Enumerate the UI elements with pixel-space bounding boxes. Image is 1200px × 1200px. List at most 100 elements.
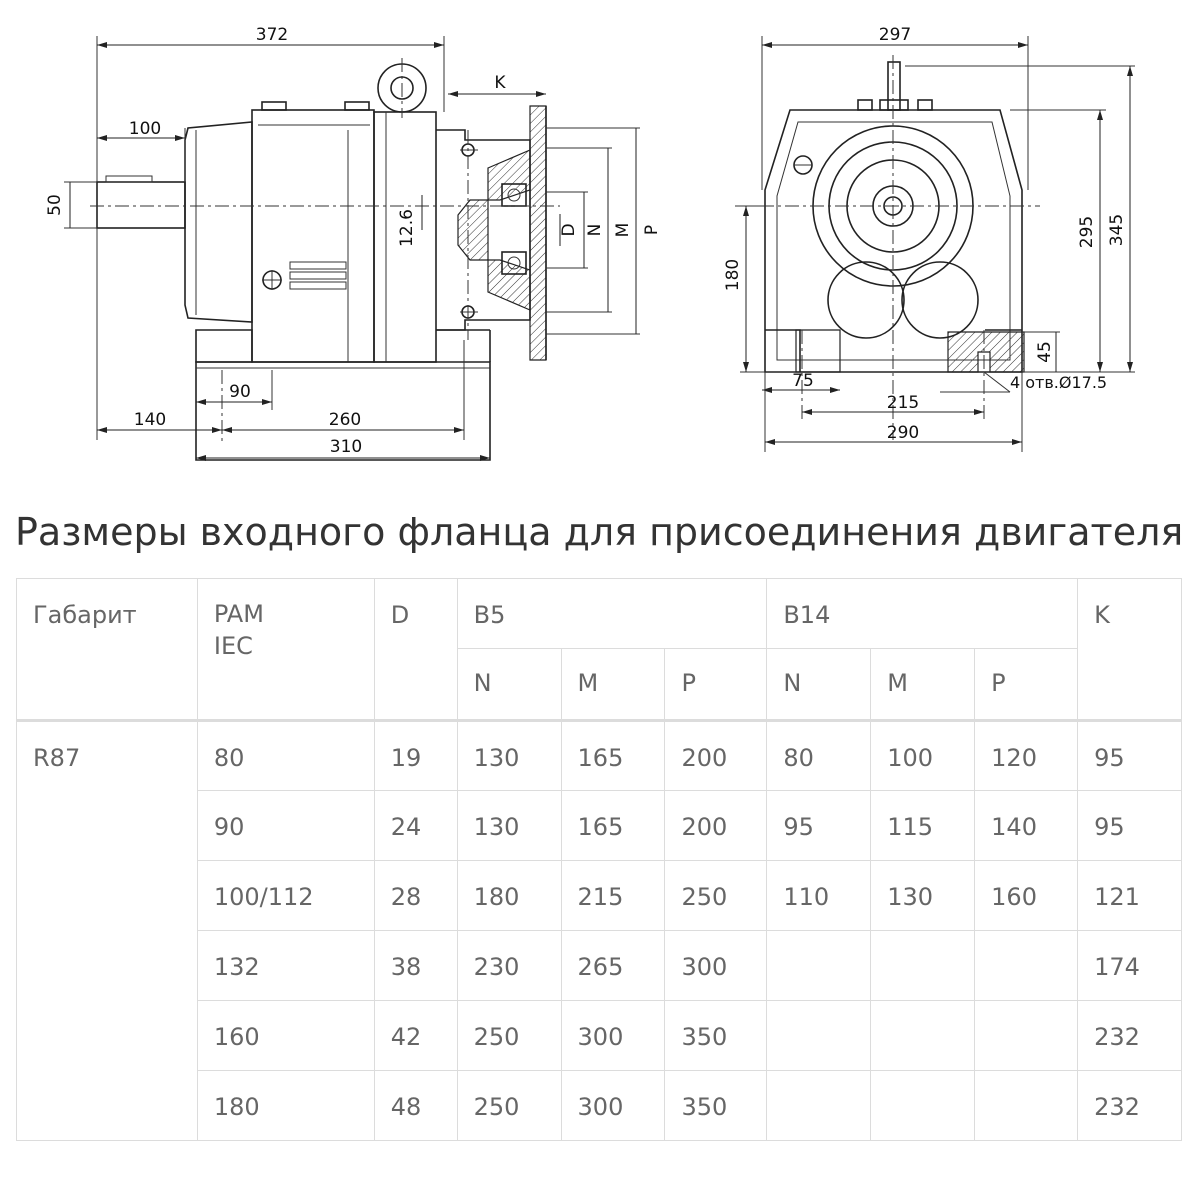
cell-d: 48 bbox=[373, 1070, 458, 1141]
cell-b14-m: 100 bbox=[870, 720, 976, 791]
dim-axis-height: 180 bbox=[723, 259, 743, 291]
header-b14-p: P bbox=[974, 648, 1079, 722]
header-k: K bbox=[1077, 578, 1182, 722]
cell-b14-n: 110 bbox=[766, 860, 872, 931]
dim-overall-length: 372 bbox=[256, 25, 288, 45]
dim-flange-p: P bbox=[642, 225, 662, 235]
cell-pam: 160 bbox=[196, 1000, 375, 1071]
cell-pam: 100/112 bbox=[196, 860, 375, 931]
cell-b14-n bbox=[766, 1070, 872, 1141]
cell-b5-m: 165 bbox=[560, 790, 666, 861]
cell-size: R87 bbox=[16, 720, 198, 1141]
dim-flange-k: K bbox=[494, 73, 506, 93]
cell-b5-p: 350 bbox=[664, 1070, 768, 1141]
cell-b5-p: 200 bbox=[664, 790, 768, 861]
cell-k: 121 bbox=[1077, 860, 1182, 931]
dim-foot-width: 75 bbox=[792, 371, 814, 391]
header-pam-line1: PAM bbox=[213, 600, 264, 628]
cell-b5-p: 250 bbox=[664, 860, 768, 931]
cell-b14-m bbox=[870, 1070, 976, 1141]
cell-b14-p bbox=[974, 1070, 1079, 1141]
header-b5-n: N bbox=[456, 648, 562, 722]
cell-pam: 80 bbox=[196, 720, 375, 791]
flange-dimensions-table: Габарит PAM IEC D B5 B14 K N M P N M P R… bbox=[16, 578, 1182, 1141]
cell-b14-m: 130 bbox=[870, 860, 976, 931]
dim-flange-d: D bbox=[559, 223, 579, 236]
dim-holes: 4 отв.Ø17.5 bbox=[1010, 373, 1107, 392]
cell-k: 232 bbox=[1077, 1070, 1182, 1141]
cell-pam: 90 bbox=[196, 790, 375, 861]
dim-front-bolt-spacing: 215 bbox=[887, 393, 919, 413]
dim-flange-m: M bbox=[613, 223, 633, 238]
dim-front-to-base: 140 bbox=[134, 410, 166, 430]
header-pam-line2: IEC bbox=[213, 632, 253, 660]
dim-base-offset: 90 bbox=[229, 382, 251, 402]
cell-b14-n bbox=[766, 930, 872, 1001]
cell-b14-p: 140 bbox=[974, 790, 1079, 861]
cell-b14-m bbox=[870, 1000, 976, 1071]
dim-height-shaft: 295 bbox=[1077, 216, 1097, 248]
cell-d: 19 bbox=[373, 720, 458, 791]
dim-base-width: 290 bbox=[887, 423, 919, 443]
header-b5-m: M bbox=[560, 648, 666, 722]
cell-d: 24 bbox=[373, 790, 458, 861]
cell-b5-n: 250 bbox=[456, 1000, 562, 1071]
cell-b5-m: 165 bbox=[560, 720, 666, 791]
cell-b5-n: 250 bbox=[456, 1070, 562, 1141]
technical-drawing: 372 100 50 12.6 K D N M P bbox=[45, 25, 1135, 461]
dim-flange-n: N bbox=[585, 224, 605, 237]
dim-offset: 12.6 bbox=[397, 209, 417, 247]
cell-b14-n: 80 bbox=[766, 720, 872, 791]
header-b5-p: P bbox=[664, 648, 768, 722]
cell-pam: 180 bbox=[196, 1070, 375, 1141]
cell-b5-n: 180 bbox=[456, 860, 562, 931]
side-view: 372 100 50 12.6 K D N M P bbox=[45, 25, 662, 461]
cell-b5-n: 130 bbox=[456, 790, 562, 861]
dim-shaft-length: 100 bbox=[129, 119, 161, 139]
table-row: 180 48 250 300 350 232 bbox=[17, 1070, 1182, 1141]
header-b5: B5 bbox=[456, 578, 768, 649]
cell-b14-p: 160 bbox=[974, 860, 1079, 931]
dim-foot-height: 45 bbox=[1035, 341, 1055, 363]
cell-b14-p: 120 bbox=[974, 720, 1079, 791]
cell-b5-n: 130 bbox=[456, 720, 562, 791]
table-row: 100/112 28 180 215 250 110 130 160 121 bbox=[17, 860, 1182, 931]
header-pam: PAM IEC bbox=[196, 578, 375, 722]
cell-b14-n bbox=[766, 1000, 872, 1071]
cell-b14-m bbox=[870, 930, 976, 1001]
cell-b14-p bbox=[974, 930, 1079, 1001]
dim-bolt-spacing: 260 bbox=[329, 410, 361, 430]
cell-b5-m: 300 bbox=[560, 1070, 666, 1141]
cell-k: 95 bbox=[1077, 790, 1182, 861]
cell-k: 95 bbox=[1077, 720, 1182, 791]
cell-b14-m: 115 bbox=[870, 790, 976, 861]
dim-total-height: 345 bbox=[1107, 214, 1127, 246]
dim-overall-width: 297 bbox=[879, 25, 911, 45]
cell-b5-m: 215 bbox=[560, 860, 666, 931]
cell-b14-n: 95 bbox=[766, 790, 872, 861]
cell-b5-m: 265 bbox=[560, 930, 666, 1001]
table-row: R87 80 19 130 165 200 80 100 120 95 bbox=[16, 720, 1182, 1141]
front-view: 297 180 295 345 45 75 4 отв.Ø17.5 2 bbox=[723, 25, 1135, 452]
cell-b5-p: 300 bbox=[664, 930, 768, 1001]
header-b14: B14 bbox=[766, 578, 1079, 649]
header-size: Габарит bbox=[16, 578, 198, 722]
cell-b14-p bbox=[974, 1000, 1079, 1071]
header-b14-m: M bbox=[870, 648, 976, 722]
cell-k: 174 bbox=[1077, 930, 1182, 1001]
dim-base-length: 310 bbox=[330, 437, 362, 457]
cell-d: 42 bbox=[373, 1000, 458, 1071]
cell-b5-n: 230 bbox=[456, 930, 562, 1001]
section-title: Размеры входного фланца для присоединени… bbox=[15, 510, 1184, 554]
cell-d: 28 bbox=[373, 860, 458, 931]
cell-b5-m: 300 bbox=[560, 1000, 666, 1071]
cell-k: 232 bbox=[1077, 1000, 1182, 1071]
table-row: 160 42 250 300 350 232 bbox=[17, 1000, 1182, 1071]
cell-b5-p: 350 bbox=[664, 1000, 768, 1071]
header-b14-n: N bbox=[766, 648, 872, 722]
header-d: D bbox=[373, 578, 458, 722]
cell-d: 38 bbox=[373, 930, 458, 1001]
cell-pam: 132 bbox=[196, 930, 375, 1001]
cell-b5-p: 200 bbox=[664, 720, 768, 791]
dim-shaft-diameter: 50 bbox=[45, 194, 65, 216]
